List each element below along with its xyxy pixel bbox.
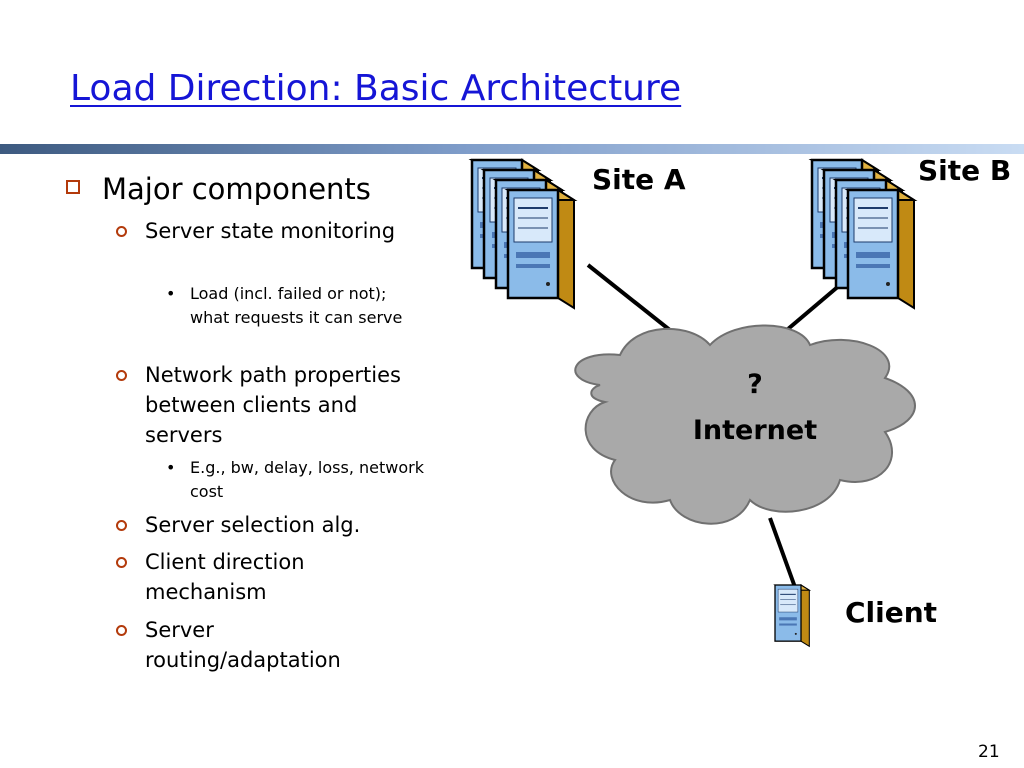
circle-bullet-icon (116, 520, 127, 531)
site-a-label: Site A (592, 163, 686, 196)
internet-cloud-icon (574, 324, 916, 525)
title-divider (0, 144, 1024, 154)
circle-bullet-icon (116, 226, 127, 237)
dot-bullet-icon: • (166, 458, 176, 477)
slide-title: Load Direction: Basic Architecture (70, 68, 682, 109)
bullet-text: Network path properties between clients … (145, 363, 401, 447)
bullet-text: Major components (102, 172, 371, 206)
bullet-text: Server routing/adaptation (145, 618, 341, 672)
site-a-server-icon (472, 160, 574, 308)
client-computer-icon (774, 584, 810, 648)
circle-bullet-icon (116, 625, 127, 636)
circle-bullet-icon (116, 557, 127, 568)
client-label: Client (845, 596, 938, 629)
bullet-text: Server state monitoring (145, 219, 396, 243)
link-client-internet (768, 517, 798, 591)
bullet-text: E.g., bw, delay, loss, network cost (190, 458, 424, 501)
bullet-text: Server selection alg. (145, 513, 361, 537)
site-b-label: Site B (918, 154, 1012, 187)
bullet-text: Client direction mechanism (145, 550, 305, 604)
site-b-server-icon (812, 160, 914, 308)
dot-bullet-icon: • (166, 284, 176, 303)
page-number: 21 (978, 742, 1000, 762)
internet-label: Internet (692, 415, 818, 446)
internet-question-mark: ? (747, 369, 763, 400)
bullet-text: Load (incl. failed or not); what request… (190, 284, 403, 327)
circle-bullet-icon (116, 370, 127, 381)
square-bullet-icon (66, 180, 80, 194)
